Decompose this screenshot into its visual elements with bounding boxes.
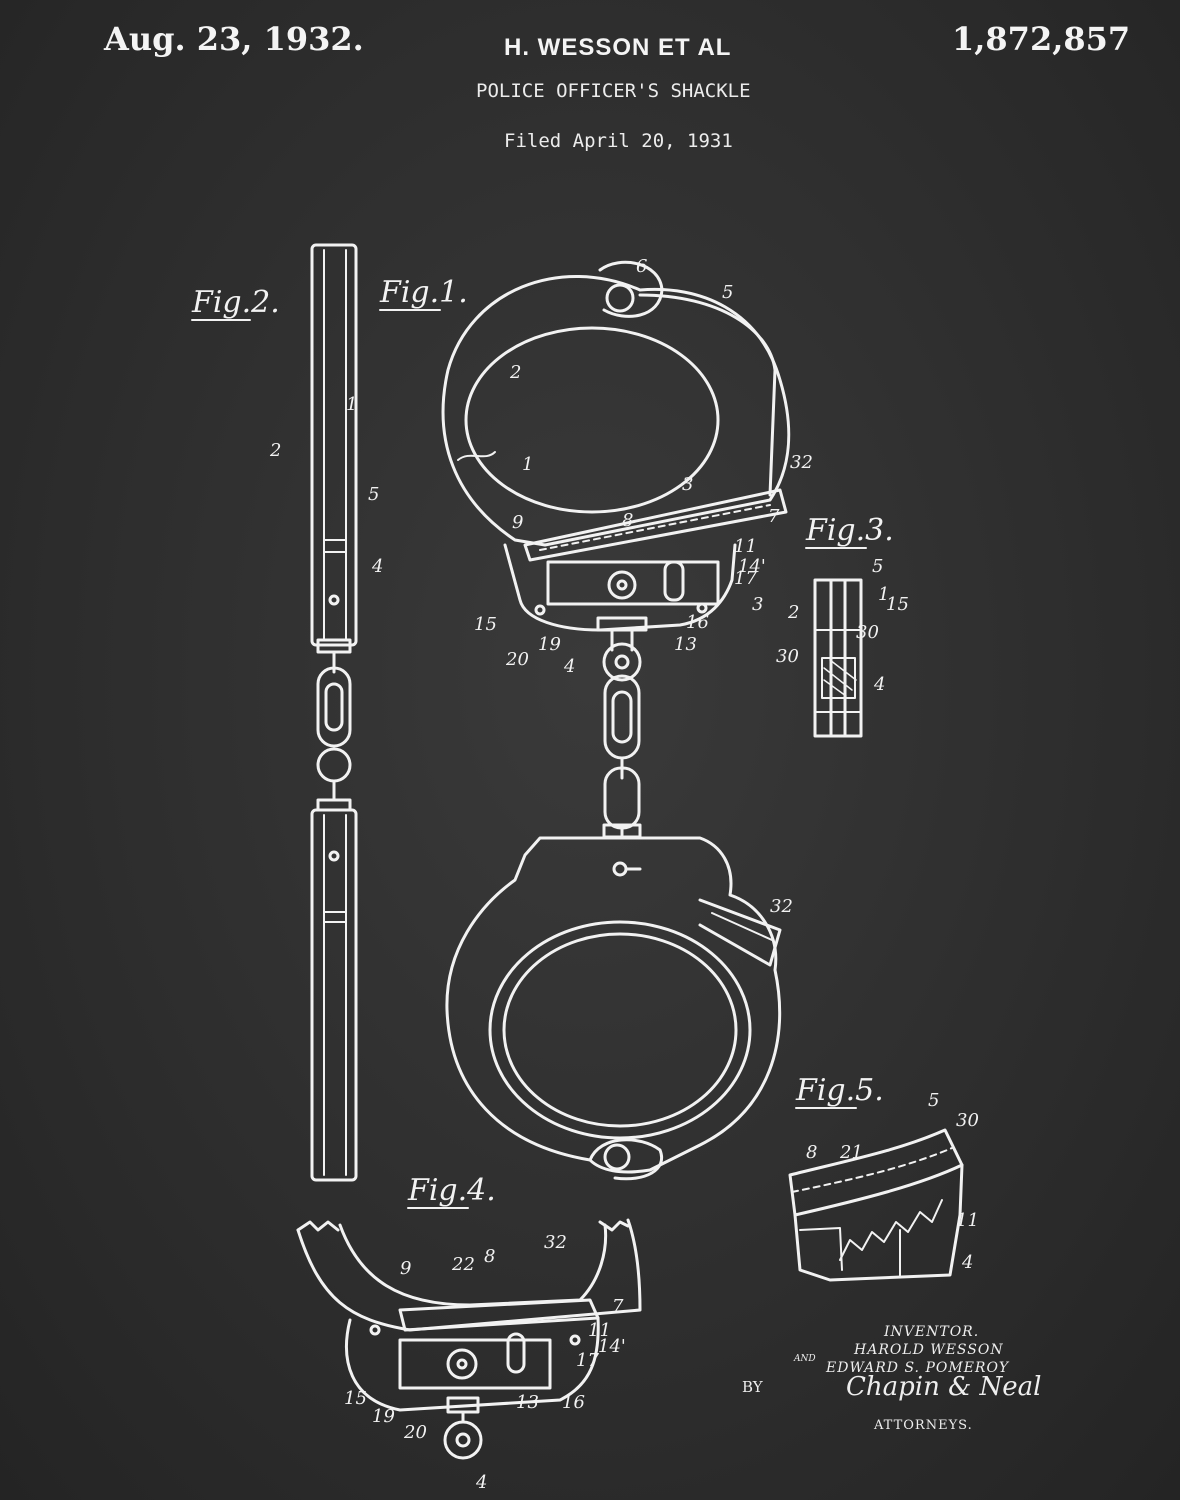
fig1-ref-numeral: 20 [505,649,529,670]
fig3-ref-numeral: 2 [787,602,799,623]
inventor-name-2: EDWARD S. POMEROY [826,1360,1010,1376]
patent-date: Aug. 23, 1932. [104,20,364,58]
fig2-ref-numeral: 1 [346,394,357,415]
fig2-ref-numeral: 2 [269,440,281,461]
fig3-ref-numeral: 4 [873,674,885,695]
fig1-ref-numeral: 7 [768,506,780,527]
figure-label-underlines [191,309,867,1209]
patent-title: POLICE OFFICER'S SHACKLE [476,80,751,102]
fig2-ref-numeral: 4 [371,556,383,577]
fig2-label: Fig.2. [191,285,280,320]
fig1-label: Fig.1. [379,275,468,310]
fig4-ref-numeral: 11 [588,1320,611,1341]
fig3-ref-numeral: 30 [776,646,799,667]
fig1-ref-numeral: 17 [734,568,757,589]
fig1-ref-numeral: 32 [790,452,813,473]
fig4-ref-numeral: 4 [475,1472,487,1493]
fig1-ref-numeral: 16 [686,612,709,633]
fig1-lower-cuff-drawing [445,823,782,1181]
fig1-ref-numeral: 9 [512,512,523,533]
fig4-ref-numeral: 19 [372,1406,395,1427]
fig3-drawing [813,578,863,738]
fig5-drawing [788,1128,964,1282]
fig5-ref-numeral: 21 [839,1142,863,1163]
fig3-ref-numeral: 1 [878,584,889,605]
patent-inventor-line: H. WESSON ET AL [504,34,732,61]
fig4-ref-numeral: 14' [598,1336,626,1357]
fig1-ref-numeral: 14' [738,556,766,577]
fig4-ref-numeral: 32 [544,1232,567,1253]
attorneys-label: ATTORNEYS. [874,1418,973,1433]
fig4-label: Fig.4. [407,1173,496,1208]
fig1-ref-numeral: 3 [682,474,693,495]
fig4-ref-numeral: 7 [612,1296,624,1317]
fig1-ref-numeral: 5 [722,282,733,303]
fig4-ref-numeral: 15 [344,1388,367,1409]
fig1-ref-numeral: 4 [563,656,575,677]
fig1-ref-numeral: 1 [522,454,533,475]
fig1-ref-numeral: 6 [636,256,647,277]
fig4-ref-numeral: 16 [562,1392,585,1413]
fig4-ref-numeral: 13 [516,1392,539,1413]
fig5-ref-numeral: 11 [956,1210,979,1231]
fig1-ref-numeral: 19 [538,634,561,655]
fig4-ref-numeral: 20 [403,1422,427,1443]
fig5-label: Fig.5. [795,1073,884,1108]
patent-filed-date: Filed April 20, 1931 [504,130,733,152]
fig4-ref-numeral: 17 [576,1350,599,1371]
fig3-ref-numeral: 15 [886,594,909,615]
fig2-drawing [310,243,358,1182]
attorney-signature: Chapin & Neal [846,1372,1042,1402]
fig1-lower-ref-numeral: 32 [770,896,793,917]
fig5-ref-numeral: 5 [928,1090,939,1111]
figure-labels: Fig.2. Fig.1. Fig.3. Fig.4. Fig.5. [191,275,894,1208]
inventor-name-1: HAROLD WESSON [854,1342,1004,1358]
patent-number: 1,872,857 [952,20,1131,58]
fig1-ref-numeral: 15 [474,614,497,635]
fig1-ref-numeral: 8 [622,510,633,531]
fig1-ref-numeral: 2 [509,362,521,383]
fig1-ref-numeral: 11 [734,536,757,557]
fig5-ref-numeral: 30 [956,1110,979,1131]
fig5-ref-numeral: 8 [806,1142,817,1163]
fig4-ref-numeral: 8 [484,1246,495,1267]
fig1-ref-numeral: 13 [674,634,697,655]
fig4-ref-numeral: 22 [451,1254,475,1275]
fig2-ref-numeral: 5 [368,484,379,505]
by-label: BY [742,1378,763,1396]
inventor-label: INVENTOR. [884,1324,980,1340]
fig3-ref-numeral: 5 [872,556,883,577]
fig3-ref-numeral: 30 [856,622,879,643]
fig1-upper-cuff-drawing [441,260,791,837]
inventor-and: AND [794,1354,816,1364]
fig1-ref-numeral: 3 [752,594,763,615]
fig4-ref-numeral: 9 [400,1258,411,1279]
fig4-drawing [296,1218,642,1460]
fig5-ref-numeral: 4 [961,1252,973,1273]
fig3-label: Fig.3. [805,513,894,548]
